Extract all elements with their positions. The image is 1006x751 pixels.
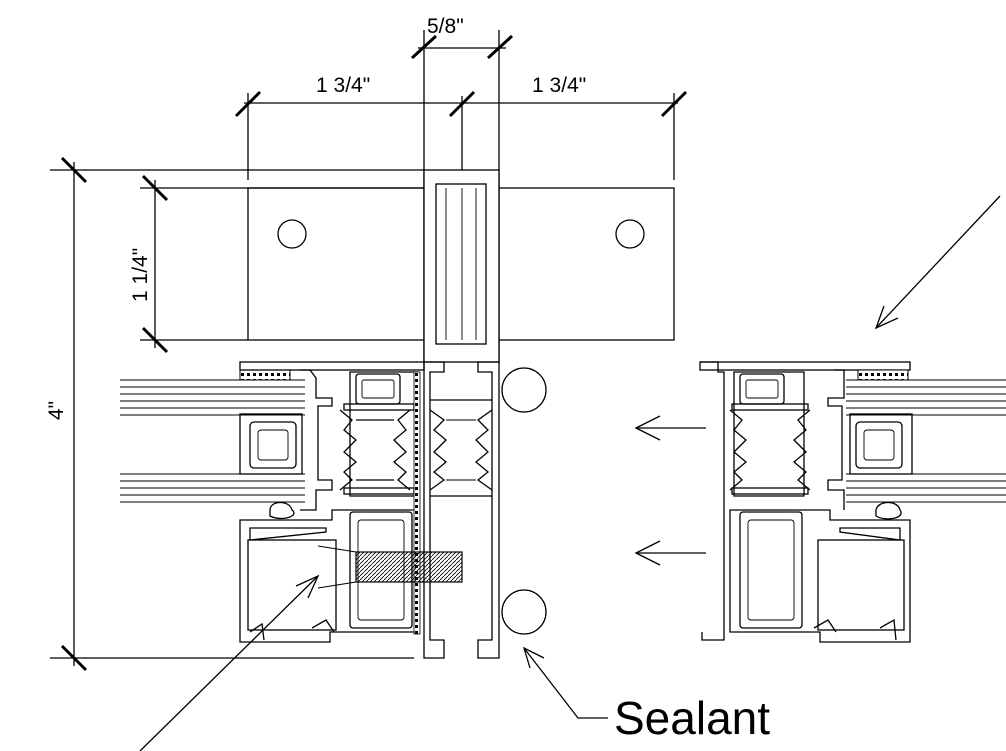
anchor-bolt — [317, 545, 463, 589]
dim-plate-height-label: 1 1/4" — [129, 248, 152, 302]
direction-arrows — [634, 415, 706, 566]
bolt-hole-left — [277, 219, 307, 249]
dim-left-label: 1 3/4" — [316, 74, 370, 97]
backer-rod-top — [501, 367, 547, 413]
dim-gap-label: 5/8" — [427, 15, 464, 38]
mullion-interlock — [423, 361, 500, 659]
dim-right-label: 1 3/4" — [532, 74, 586, 97]
leader-lines — [139, 195, 1001, 751]
backer-rod-bottom — [501, 589, 547, 635]
glass-lite-left — [120, 379, 305, 503]
right-mullion — [699, 361, 1006, 643]
left-mullion — [120, 361, 425, 643]
splice-plate — [247, 169, 675, 363]
sealant-label: Sealant — [614, 692, 770, 744]
dim-overall-height-label: 4" — [45, 401, 68, 420]
bolt-hole-right — [615, 219, 645, 249]
dimension-labels: 5/8" 1 3/4" 1 3/4" 1 1/4" 4" — [45, 15, 586, 420]
glass-lite-right — [846, 379, 1006, 503]
